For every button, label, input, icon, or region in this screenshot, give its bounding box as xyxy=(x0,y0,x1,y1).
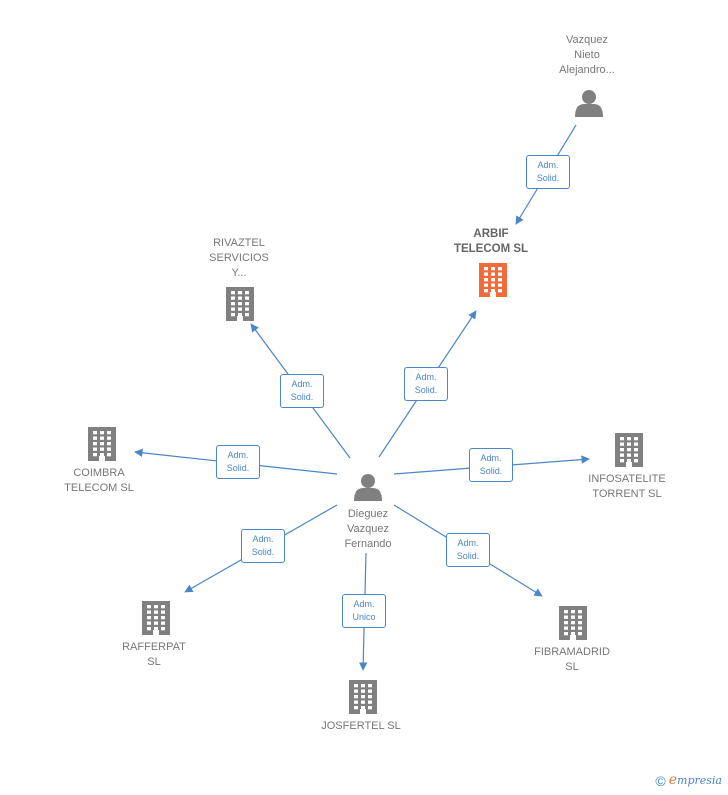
edge-label-arbif: Adm. Solid. xyxy=(526,155,570,189)
brand-footer: © empresia xyxy=(655,772,722,789)
copyright-icon: © xyxy=(655,773,666,789)
node-label-rafferpat[interactable]: RAFFERPAT SL xyxy=(122,641,186,668)
building-icon-josfertel[interactable] xyxy=(349,680,377,714)
node-label-infosatelite[interactable]: INFOSATELITE TORRENT SL xyxy=(588,473,666,500)
building-icon-fibramadrid[interactable] xyxy=(559,606,587,640)
node-label-rivaztel[interactable]: RIVAZTEL SERVICIOS Y... xyxy=(209,237,269,279)
edge-label-fibramadrid: Adm. Solid. xyxy=(446,533,490,567)
node-label-coimbra[interactable]: COIMBRA TELECOM SL xyxy=(64,467,134,494)
person-icon-vazquez[interactable] xyxy=(575,90,603,117)
node-label-vazquez[interactable]: Vazquez Nieto Alejandro... xyxy=(559,34,615,76)
edge-label-infosatelite: Adm. Solid. xyxy=(469,448,513,482)
brand-logo-e: e xyxy=(668,771,678,788)
building-icon-rafferpat[interactable] xyxy=(142,601,170,635)
edge-label-coimbra: Adm. Solid. xyxy=(216,445,260,479)
brand-logo-text: mpresia xyxy=(677,773,722,787)
node-label-center[interactable]: Dieguez Vazquez Fernando xyxy=(344,508,392,550)
building-icon-infosatelite[interactable] xyxy=(615,433,643,467)
node-label-fibramadrid[interactable]: FIBRAMADRID SL xyxy=(534,646,610,673)
edge-label-rafferpat: Adm. Solid. xyxy=(241,529,285,563)
building-icon-coimbra[interactable] xyxy=(88,427,116,461)
node-label-arbif[interactable]: ARBIF TELECOM SL xyxy=(453,228,529,255)
edge-label-arbif: Adm. Solid. xyxy=(404,367,448,401)
edge-label-josfertel: Adm. Unico xyxy=(342,594,386,628)
building-icon-arbif[interactable] xyxy=(479,263,507,297)
person-icon-center[interactable] xyxy=(354,474,382,501)
building-icon-rivaztel[interactable] xyxy=(226,287,254,321)
edge-label-rivaztel: Adm. Solid. xyxy=(280,374,324,408)
node-label-josfertel[interactable]: JOSFERTEL SL xyxy=(321,720,401,732)
